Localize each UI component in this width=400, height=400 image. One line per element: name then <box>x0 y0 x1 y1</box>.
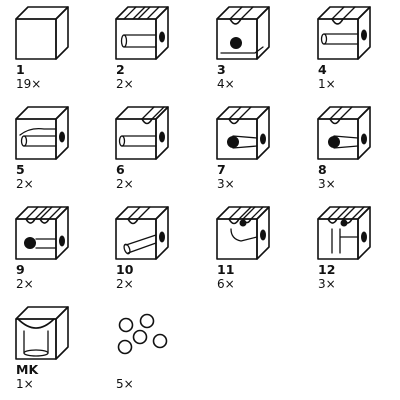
part-2-illustration <box>115 6 169 60</box>
part-3-number: 3 <box>217 62 226 77</box>
part-1-quantity: 19× <box>16 77 42 91</box>
part-10-illustration <box>115 206 169 260</box>
part-5-illustration <box>15 106 69 160</box>
part-8-number: 8 <box>318 162 327 177</box>
marble-1 <box>118 317 134 333</box>
part-balls-quantity: 5× <box>116 377 134 391</box>
part-5-number: 5 <box>16 162 25 177</box>
part-9-quantity: 2× <box>16 277 34 291</box>
part-mk-number: MK <box>16 362 39 377</box>
part-12-quantity: 3× <box>318 277 336 291</box>
part-6-quantity: 2× <box>116 177 134 191</box>
part-6-number: 6 <box>116 162 125 177</box>
part-4-number: 4 <box>318 62 327 77</box>
part-4-illustration <box>317 6 371 60</box>
part-12-illustration <box>317 206 371 260</box>
part-11-quantity: 6× <box>217 277 235 291</box>
part-balls-illustration <box>117 313 168 355</box>
part-10-number: 10 <box>116 262 134 277</box>
part-7-number: 7 <box>217 162 226 177</box>
part-6-illustration <box>115 106 169 160</box>
part-3-illustration <box>216 6 270 60</box>
part-11-illustration <box>216 206 270 260</box>
part-1-illustration <box>15 6 69 60</box>
part-5-quantity: 2× <box>16 177 34 191</box>
part-7-illustration <box>216 106 270 160</box>
part-3-quantity: 4× <box>217 77 235 91</box>
part-2-number: 2 <box>116 62 125 77</box>
part-4-quantity: 1× <box>318 77 336 91</box>
part-8-illustration <box>317 106 371 160</box>
part-1-number: 1 <box>16 62 25 77</box>
marble-5 <box>152 333 168 349</box>
part-11-number: 11 <box>217 262 235 277</box>
part-7-quantity: 3× <box>217 177 235 191</box>
marble-2 <box>139 313 155 329</box>
part-9-illustration <box>15 206 69 260</box>
part-2-quantity: 2× <box>116 77 134 91</box>
part-10-quantity: 2× <box>116 277 134 291</box>
part-8-quantity: 3× <box>318 177 336 191</box>
part-12-number: 12 <box>318 262 336 277</box>
part-mk-quantity: 1× <box>16 377 34 391</box>
part-mk-illustration <box>15 306 69 360</box>
marble-3 <box>132 329 148 345</box>
marble-4 <box>117 339 133 355</box>
part-9-number: 9 <box>16 262 25 277</box>
